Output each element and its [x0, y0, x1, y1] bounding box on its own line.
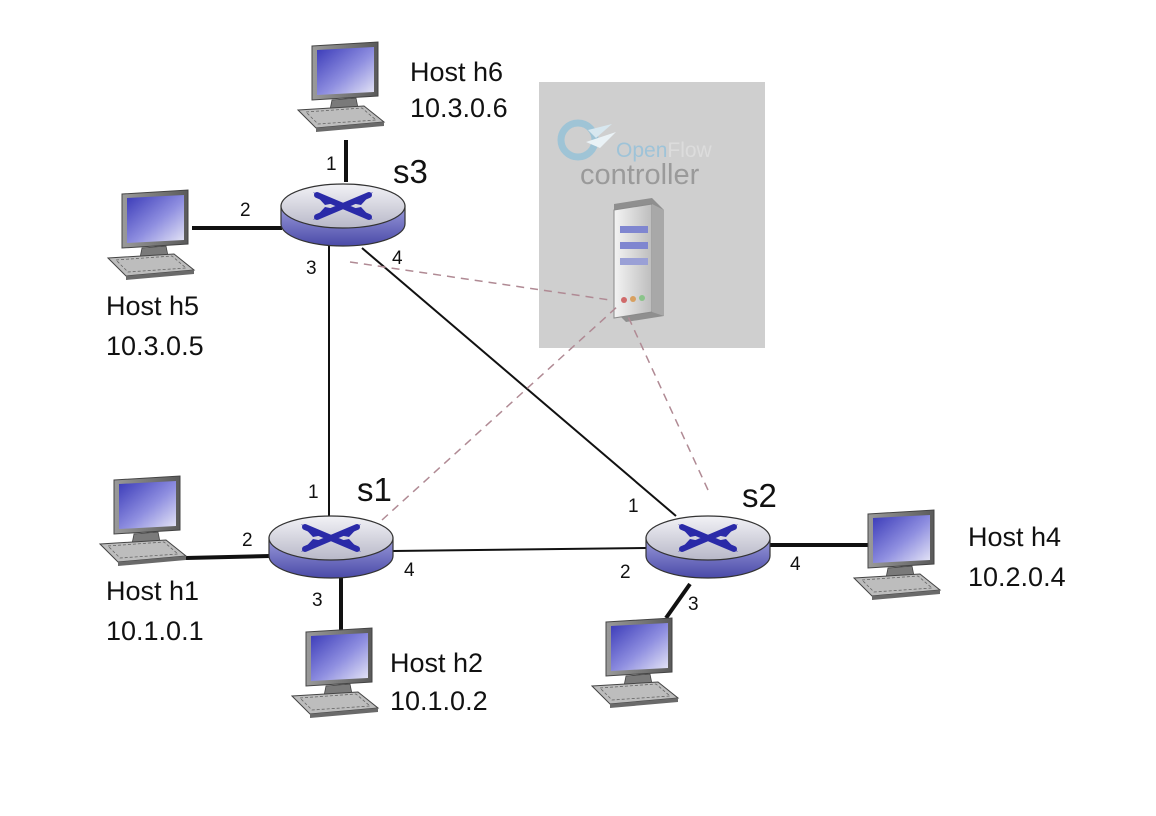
link-s1-s2 [392, 547, 647, 552]
port-label-s3-3: 3 [306, 258, 317, 279]
switch-label-s2: s2 [742, 477, 777, 514]
port-label-s1-2: 2 [242, 530, 253, 551]
port-label-s2-3: 3 [688, 594, 699, 615]
computer-h5-icon [107, 189, 195, 281]
openflow-brand: OpenFlow [616, 139, 713, 162]
switch-s3 [281, 184, 405, 246]
switch-label-s3: s3 [393, 153, 428, 190]
computer-h3-icon [591, 617, 679, 709]
openflow-brand-flow: Flow [667, 139, 712, 162]
switch-s2 [646, 516, 770, 578]
port-label-s1-3: 3 [312, 590, 323, 611]
control-link-s3 [349, 261, 611, 301]
host-ip-h5: 10.3.0.5 [106, 331, 204, 361]
link-s2-h3 [664, 582, 692, 620]
control-links [349, 261, 709, 521]
host-name-h4: Host h4 [968, 522, 1061, 552]
computer-h4-icon [853, 509, 941, 601]
host-name-h5: Host h5 [106, 291, 199, 321]
openflow-controller: OpenFlow controller [539, 82, 765, 348]
port-label-s3-1: 1 [326, 154, 337, 175]
port-label-s2-1: 1 [628, 496, 639, 517]
port-label-s2-2: 2 [620, 562, 631, 583]
host-name-h1: Host h1 [106, 576, 199, 606]
host-ip-h4: 10.2.0.4 [968, 562, 1066, 592]
host-name-h6: Host h6 [410, 57, 503, 87]
server-tower-icon [613, 198, 664, 322]
switch-s1 [269, 516, 393, 578]
switch-label-s1: s1 [357, 471, 392, 508]
computer-h6-icon [297, 41, 385, 133]
links [185, 140, 872, 634]
controller-title: controller [580, 159, 700, 191]
openflow-logo-icon [557, 119, 616, 161]
host-ip-h6: 10.3.0.6 [410, 93, 508, 123]
computer-h2-icon [291, 627, 379, 719]
link-s3-s2 [361, 247, 677, 517]
openflow-brand-open: Open [616, 139, 667, 162]
port-label-s2-4: 4 [790, 554, 801, 575]
port-label-s3-4: 4 [392, 248, 403, 269]
port-label-s3-2: 2 [240, 200, 251, 221]
host-ip-h1: 10.1.0.1 [106, 616, 204, 646]
link-s1-h1 [185, 554, 271, 560]
computer-h1-icon [99, 475, 187, 567]
port-label-s1-1: 1 [308, 482, 319, 503]
host-ip-h2: 10.1.0.2 [390, 686, 488, 716]
control-link-s2 [625, 311, 709, 491]
host-name-h2: Host h2 [390, 648, 483, 678]
port-label-s1-4: 4 [404, 560, 415, 581]
control-link-s1 [381, 305, 619, 521]
